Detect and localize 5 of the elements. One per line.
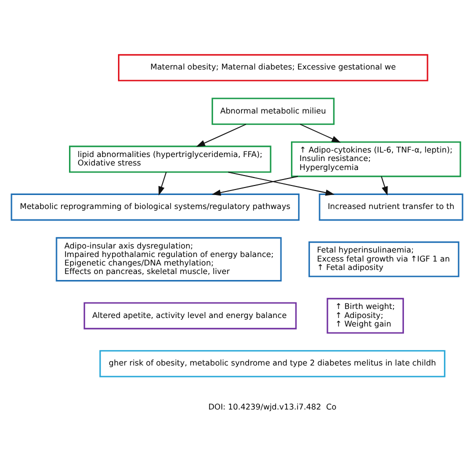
arrow (228, 171, 335, 196)
arrow (158, 171, 167, 195)
arrow (212, 175, 298, 196)
arrow (380, 176, 388, 196)
arrow (196, 123, 247, 146)
